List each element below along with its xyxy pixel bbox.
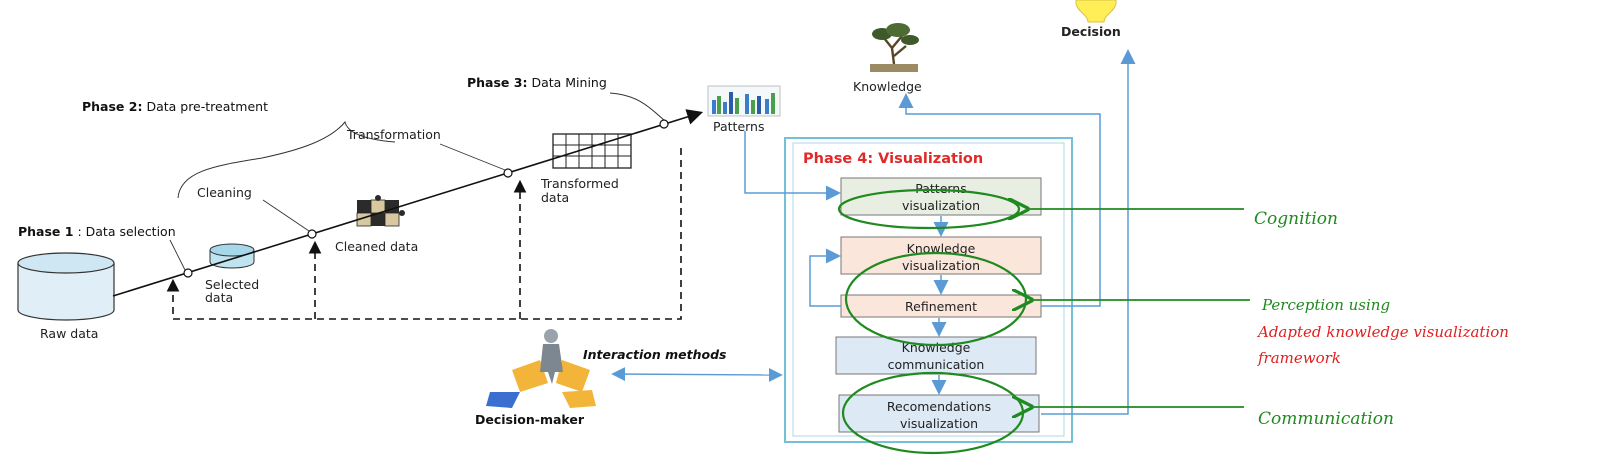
reco-to-decision-arrow xyxy=(1041,49,1136,415)
phase2-brace xyxy=(177,120,396,199)
step-node xyxy=(503,168,513,178)
phase3-label: Phase 3: Data Mining xyxy=(467,75,607,90)
step-node xyxy=(183,268,193,278)
phase1-label: Phase 1 : Data selection xyxy=(18,224,176,239)
svg-text:communication: communication xyxy=(888,357,985,372)
svg-text:Phase 2: Data pre-treatment: Phase 2: Data pre-treatment xyxy=(82,99,268,114)
table-grid-icon xyxy=(552,133,632,169)
step-node xyxy=(307,229,317,239)
knowledge-visualization-box: Knowledge visualization xyxy=(840,236,1042,275)
transformation-label: Transformation xyxy=(346,127,441,142)
svg-text:Recomendations: Recomendations xyxy=(887,399,991,414)
feedback-loop xyxy=(166,148,682,320)
decision-maker-label: Decision-maker xyxy=(475,412,585,427)
phase4-inner-frame xyxy=(792,142,1065,437)
interaction-arrow xyxy=(611,367,783,382)
selected-data-label: Selected xyxy=(205,277,259,292)
phase4-title: Phase 4: Visualization xyxy=(803,151,983,167)
leader-line xyxy=(262,199,310,232)
annotation-arrows xyxy=(1026,209,1250,407)
cleaned-data-label: Cleaned data xyxy=(335,239,418,254)
knowledge-communication-box: Knowledge communication xyxy=(835,336,1037,375)
decision-label: Decision xyxy=(1061,24,1121,39)
tree-icon xyxy=(870,23,919,72)
process-main-arrow xyxy=(112,109,704,297)
phase4-frame xyxy=(784,137,1073,443)
patterns-visualization-box: Patterns visualization xyxy=(840,177,1042,216)
decision-maker-person-icon xyxy=(486,329,596,408)
recommendations-visualization-box: Recomendations visualization xyxy=(838,394,1040,433)
patterns-label: Patterns xyxy=(713,119,764,134)
raw-data-cylinder-icon xyxy=(17,252,115,321)
cleaning-label: Cleaning xyxy=(197,185,252,200)
leader-line xyxy=(439,143,506,171)
phase2-label: Phase 2: Data pre-treatment xyxy=(82,99,268,114)
svg-text:Knowledge: Knowledge xyxy=(907,241,976,256)
selected-data-label-2: data xyxy=(205,290,233,305)
refinement-to-knowledge-arrow xyxy=(898,93,1101,307)
adapted-framework-label: Adapted knowledge visualization xyxy=(1256,323,1509,341)
phase3-pointer xyxy=(609,92,665,121)
lightbulb-icon xyxy=(1075,0,1117,23)
interaction-methods-label: Interaction methods xyxy=(583,347,726,362)
svg-text:Refinement: Refinement xyxy=(905,299,977,314)
svg-text:Phase 3: Data Mining: Phase 3: Data Mining xyxy=(467,75,607,90)
svg-text:Patterns: Patterns xyxy=(915,181,966,196)
framework-label: framework xyxy=(1257,349,1341,367)
puzzle-icon xyxy=(356,195,405,227)
patterns-to-viz-arrow xyxy=(744,131,841,201)
svg-text:visualization: visualization xyxy=(902,258,980,273)
perception-label: Perception using xyxy=(1261,296,1390,314)
step-node xyxy=(659,119,669,129)
bar-chart-icon xyxy=(707,85,781,117)
transformed-data-label-2: data xyxy=(541,190,569,205)
transformed-data-label: Transformed xyxy=(540,176,619,191)
leader-line xyxy=(169,239,186,271)
communication-label: Communication xyxy=(1258,409,1394,429)
svg-text:Phase 1 : Data selection: Phase 1 : Data selection xyxy=(18,224,176,239)
knowledge-label: Knowledge xyxy=(853,79,922,94)
raw-data-label: Raw data xyxy=(40,326,98,341)
svg-text:Knowledge: Knowledge xyxy=(902,340,971,355)
svg-text:visualization: visualization xyxy=(900,416,978,431)
inner-flow-arrows xyxy=(809,216,949,395)
refinement-box: Refinement xyxy=(840,294,1042,318)
cognition-label: Cognition xyxy=(1254,209,1338,229)
svg-text:visualization: visualization xyxy=(902,198,980,213)
